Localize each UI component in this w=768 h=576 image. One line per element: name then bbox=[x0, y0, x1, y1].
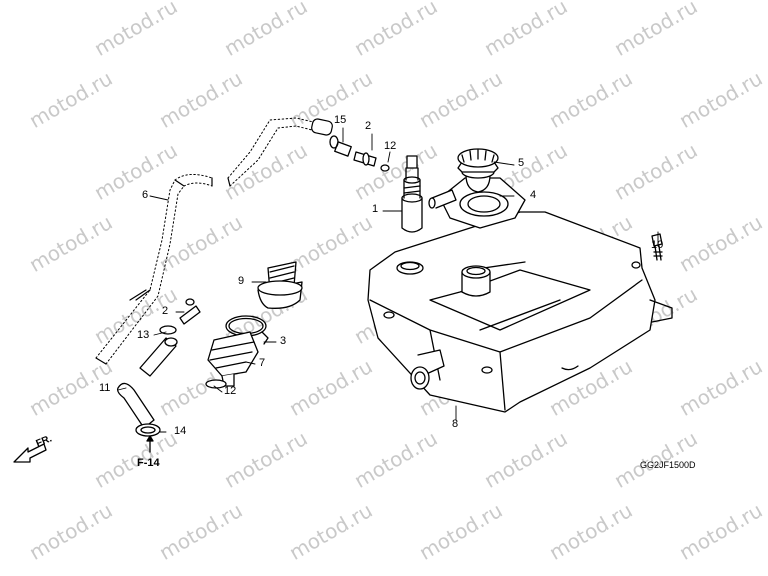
callout-2-lower: 2 bbox=[162, 305, 169, 317]
callout-12-upper: 12 bbox=[384, 140, 397, 152]
callout-9: 9 bbox=[238, 275, 245, 287]
reference-label: F-14 bbox=[137, 457, 160, 469]
callout-13: 13 bbox=[137, 329, 150, 341]
upper-fittings bbox=[329, 135, 390, 172]
rubber-boot bbox=[205, 331, 259, 389]
callout-12-lower: 12 bbox=[224, 385, 237, 397]
diagram-code: GG2JF1500D bbox=[640, 460, 696, 470]
tank-outlet bbox=[410, 349, 445, 390]
callout-2-upper: 2 bbox=[365, 120, 372, 132]
callout-8: 8 bbox=[452, 418, 459, 430]
drain-hose bbox=[116, 382, 161, 437]
inlet-pipe bbox=[257, 261, 303, 309]
fuel-cap bbox=[457, 148, 499, 193]
callout-10: 10 bbox=[651, 239, 664, 251]
callout-6: 6 bbox=[142, 189, 149, 201]
callout-14: 14 bbox=[174, 425, 187, 437]
filler-seal bbox=[428, 177, 526, 229]
breather-hose bbox=[95, 117, 323, 365]
reference-arrow bbox=[146, 435, 154, 453]
callout-15: 15 bbox=[334, 114, 347, 126]
callout-5: 5 bbox=[518, 157, 525, 169]
callout-11: 11 bbox=[99, 382, 111, 394]
callout-4: 4 bbox=[530, 189, 537, 201]
lower-hose bbox=[139, 298, 201, 377]
bolt bbox=[651, 233, 663, 261]
callout-3: 3 bbox=[280, 335, 287, 347]
callout-1: 1 bbox=[372, 203, 379, 215]
leader-lines bbox=[117, 127, 659, 433]
level-sensor bbox=[401, 155, 423, 233]
callout-7: 7 bbox=[259, 357, 266, 369]
front-arrow bbox=[13, 443, 47, 463]
